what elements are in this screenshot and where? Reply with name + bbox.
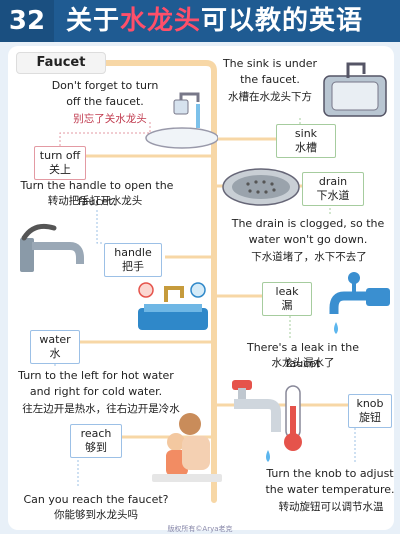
water-tag: water 水 (30, 330, 80, 364)
handle-sentence-en: Turn the handle to open the faucet. (20, 179, 174, 208)
leak-word-cn: 漏 (281, 299, 293, 312)
title-part-1: 关于 (66, 6, 121, 36)
drain-word-en: drain (318, 175, 348, 188)
sink-word-en: sink (294, 127, 318, 140)
knob-thermometer-icon (232, 380, 302, 462)
knob-tag: knob 旋钮 (348, 394, 392, 428)
lesson-number: 32 (0, 0, 54, 42)
handle-sentence-cn: 转动把手打开水龙头 (47, 195, 143, 207)
page-title: 关于水龙头可以教的英语 (66, 4, 363, 38)
sink-sentence-en: The sink is under the faucet. (222, 57, 318, 86)
water-sentence-cn: 往左边开是热水，往右边开是冷水 (22, 403, 180, 415)
header-bar (0, 0, 400, 42)
turn-off-sentence-en: Don't forget to turn off the faucet. (51, 79, 159, 108)
title-accent: 水龙头 (120, 6, 202, 36)
knob-sentence-cn: 转动旋钮可以调节水温 (278, 501, 384, 513)
water-word-cn: 水 (49, 347, 61, 360)
handle-tag: handle 把手 (104, 243, 162, 277)
kitchen-sink-icon (323, 62, 387, 117)
water-sentence-en: Turn to the left for hot water and right… (18, 369, 174, 398)
reach-sentence-en: Can you reach the faucet? (23, 493, 169, 506)
drain-tag: drain 下水道 (302, 172, 364, 206)
handle-word-cn: 把手 (122, 260, 144, 273)
copyright-footer: 版权所有©Arya老克 (167, 525, 233, 533)
reach-word-en: reach (80, 427, 112, 440)
turn-off-tag: turn off 关上 (34, 146, 86, 180)
knob-word-cn: 旋钮 (359, 411, 381, 424)
turn-off-word-en: turn off (39, 149, 81, 162)
drain-sentence-cn: 下水道堵了，水下不去了 (251, 251, 367, 263)
leak-sentence-en: There's a leak in the faucet (246, 341, 359, 370)
sink-tag: sink 水槽 (276, 124, 336, 158)
reach-tag: reach 够到 (70, 424, 122, 458)
sink-sentence-cn: 水槽在水龙头下方 (228, 91, 312, 103)
reach-sentence-cn: 你能够到水龙头吗 (54, 509, 138, 521)
knob-word-en: knob (356, 397, 384, 410)
turn-off-word-cn: 关上 (49, 163, 71, 176)
leak-word-en: leak (275, 285, 299, 298)
sink-word-cn: 水槽 (295, 141, 317, 154)
drain-sentence-en: The drain is clogged, so the water won't… (231, 217, 385, 246)
drain-word-cn: 下水道 (316, 189, 350, 202)
lever-faucet-icon (20, 223, 84, 272)
knob-sentence-en: Turn the knob to adjust the water temper… (265, 467, 395, 496)
leak-sentence-cn: 水龙头漏水了 (271, 357, 335, 369)
reach-word-cn: 够到 (85, 441, 107, 454)
basin-faucet-icon (145, 92, 218, 149)
turn-off-sentence-cn: 别忘了关水龙头 (73, 113, 147, 125)
title-part-2: 可以教的英语 (201, 6, 364, 36)
leaking-faucet-icon (329, 272, 390, 334)
drain-icon (222, 168, 300, 206)
kids-washing-icon (152, 413, 222, 482)
leak-tag: leak 漏 (262, 282, 312, 316)
water-word-en: water (39, 333, 71, 346)
faucet-label: Faucet (16, 52, 106, 74)
handle-word-en: handle (114, 246, 152, 259)
hot-cold-basin-icon (138, 282, 208, 330)
